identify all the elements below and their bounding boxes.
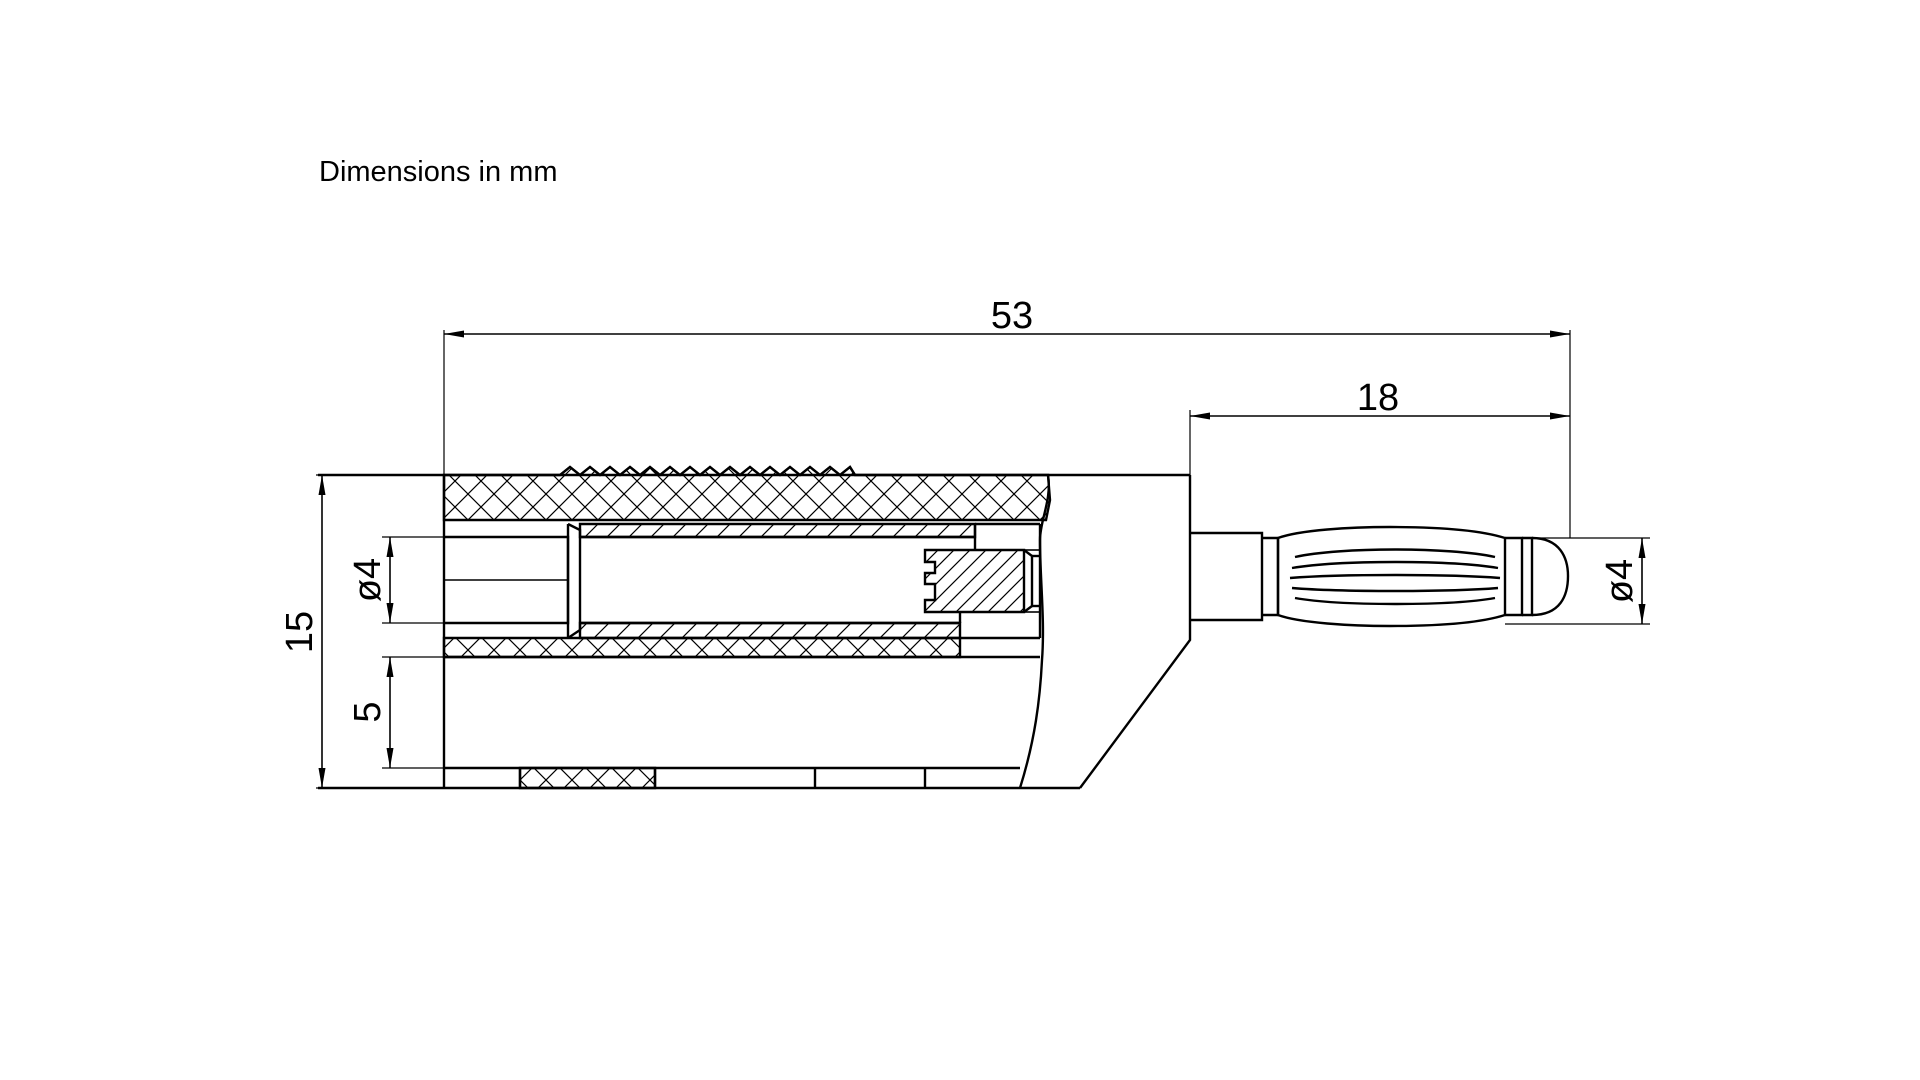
dimension-pin-length: 18 bbox=[1189, 377, 1570, 475]
plug-housing bbox=[318, 465, 1192, 790]
grip-serration bbox=[559, 465, 857, 477]
dimension-pin-diameter: ø4 bbox=[1505, 537, 1650, 625]
dimension-lower-height: 5 bbox=[347, 656, 444, 769]
dimension-bore-diameter: ø4 bbox=[347, 536, 444, 624]
dimension-label-5: 5 bbox=[347, 701, 389, 722]
dimension-label-bore-dia: ø4 bbox=[347, 558, 389, 602]
inner-sleeve-bottom bbox=[578, 621, 962, 640]
housing-bottom-band bbox=[444, 766, 1020, 790]
housing-top-wall bbox=[442, 465, 1052, 522]
pin-shank bbox=[1190, 531, 1264, 622]
units-note: Dimensions in mm bbox=[319, 156, 558, 188]
pin-tip bbox=[1531, 536, 1570, 617]
set-screw bbox=[923, 522, 1042, 638]
housing-mid-band bbox=[442, 636, 962, 659]
inner-sleeve-top bbox=[578, 522, 977, 539]
dimension-label-15: 15 bbox=[279, 611, 321, 653]
dimension-label-pin-dia: ø4 bbox=[1599, 559, 1641, 603]
section-break-line bbox=[1018, 474, 1050, 789]
dimension-overall-length: 53 bbox=[443, 295, 1571, 538]
dimension-label-18: 18 bbox=[1357, 377, 1399, 419]
dimension-overall-height: 15 bbox=[279, 474, 444, 789]
dimension-label-53: 53 bbox=[991, 295, 1033, 337]
banana-pin bbox=[1190, 525, 1570, 628]
